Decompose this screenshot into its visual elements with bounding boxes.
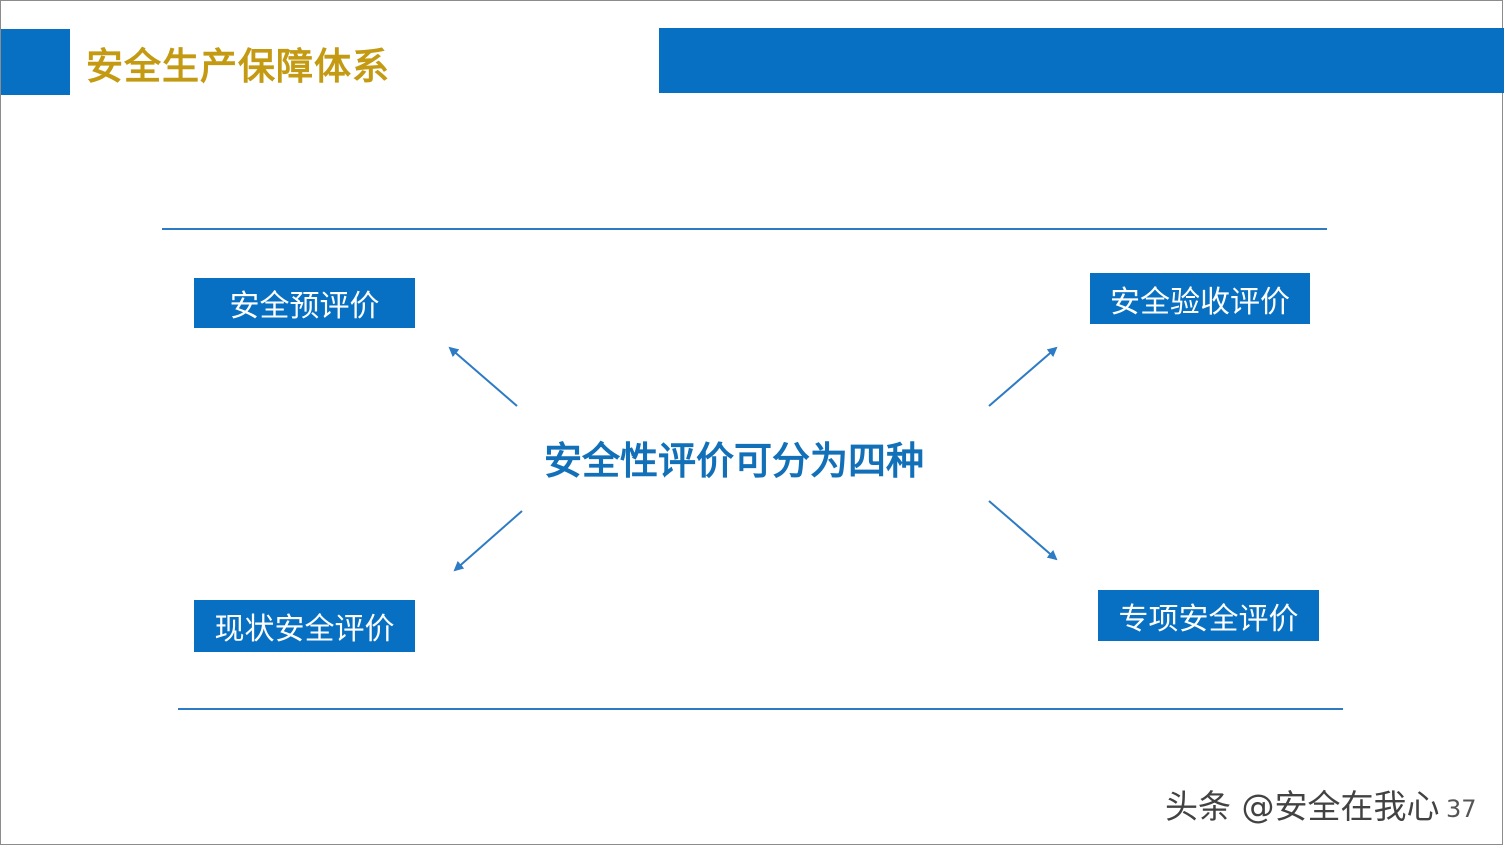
top-divider: [162, 228, 1327, 230]
watermark: 头条 @安全在我心: [1165, 787, 1440, 826]
page-title: 安全生产保障体系: [86, 45, 390, 88]
node-bottom-left: 现状安全评价: [194, 600, 415, 652]
header-accent-bar: [659, 28, 1504, 93]
center-label: 安全性评价可分为四种: [544, 439, 925, 483]
page-number: 37: [1446, 795, 1477, 823]
node-top-left: 安全预评价: [194, 278, 415, 328]
header-accent-block: [1, 29, 70, 95]
bottom-divider: [178, 708, 1343, 710]
node-top-right: 安全验收评价: [1090, 273, 1310, 324]
node-bottom-right: 专项安全评价: [1098, 590, 1319, 641]
